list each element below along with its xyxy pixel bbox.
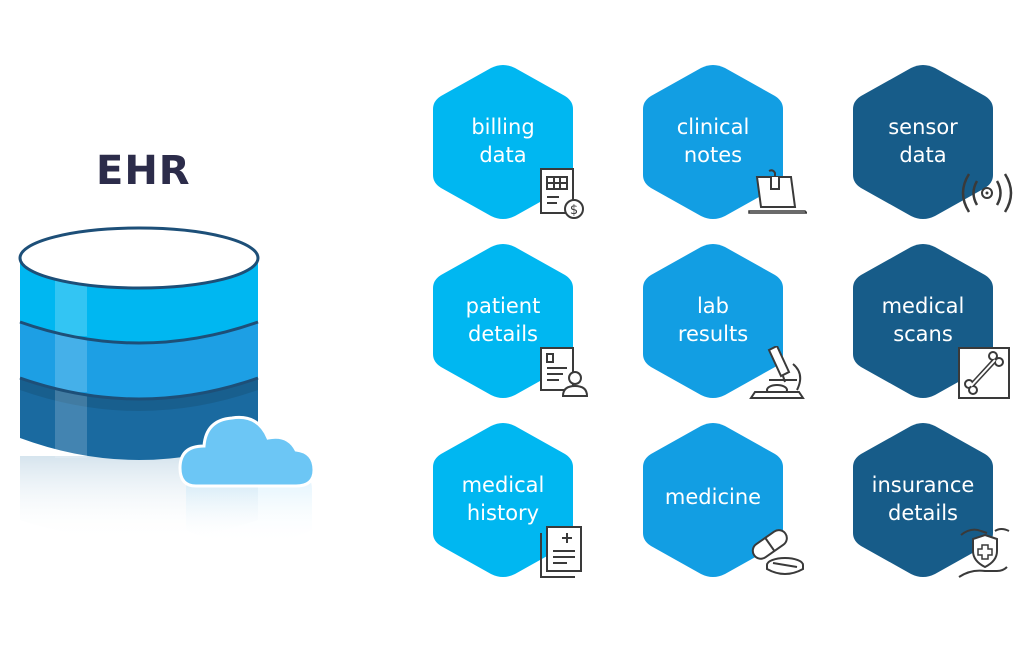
hex-label: insurance details	[851, 471, 995, 527]
hex-label: medical history	[431, 471, 575, 527]
hex-label-line1: medical	[881, 294, 965, 318]
medical-record-icon	[540, 526, 582, 578]
cloud-icon	[178, 415, 316, 488]
hex-label: lab results	[641, 292, 785, 348]
hex-label: medicine	[641, 483, 785, 511]
hex-node-clinical-notes: clinical notes	[641, 63, 807, 221]
hex-node-lab-results: lab results	[641, 242, 805, 400]
microscope-icon	[749, 346, 805, 399]
hex-node-medicine: medicine	[641, 421, 804, 579]
hex-label-line1: medicine	[664, 485, 762, 509]
pills-icon	[751, 529, 804, 575]
hex-label: clinical notes	[641, 113, 785, 169]
hex-label-line2: results	[677, 322, 749, 346]
hex-label-line2: data	[899, 143, 947, 167]
signal-waves-icon	[961, 173, 1013, 213]
ehr-database-illustration	[18, 226, 316, 545]
hexagon-shape	[433, 423, 573, 577]
hex-node-medical-scans: medical scans	[851, 242, 1010, 400]
hex-node-patient-details: patient details	[431, 242, 589, 400]
hex-label-line2: scans	[893, 322, 953, 346]
hexagon-shape	[853, 423, 993, 577]
insurance-shield-hands-icon	[958, 528, 1010, 578]
svg-text:$: $	[570, 203, 578, 218]
hexagon-shape	[433, 65, 573, 219]
hex-label-line1: patient	[465, 294, 541, 318]
hex-label: billing data	[431, 113, 575, 169]
hex-node-medical-history: medical history	[431, 421, 582, 579]
hexagon-shape	[853, 65, 993, 219]
hexagon-shape	[643, 244, 783, 398]
hex-node-billing-data: billing data $	[431, 63, 584, 221]
hex-label-line2: history	[466, 501, 540, 525]
invoice-dollar-icon: $	[540, 168, 584, 219]
hex-label-line1: insurance	[871, 473, 975, 497]
bone-xray-icon	[958, 347, 1010, 399]
hex-label: medical scans	[851, 292, 995, 348]
ehr-title: EHR	[96, 148, 191, 194]
hex-label-line1: clinical	[676, 115, 750, 139]
hex-label-line1: lab	[696, 294, 730, 318]
notepad-pen-icon	[748, 169, 807, 214]
hex-label-line1: billing	[471, 115, 535, 139]
hex-node-sensor-data: sensor data	[851, 63, 1013, 221]
hex-label-line2: details	[468, 322, 538, 346]
hex-node-insurance-details: insurance details	[851, 421, 1010, 579]
hexagon-shape	[643, 65, 783, 219]
hex-label-line1: medical	[461, 473, 545, 497]
hex-label: patient details	[431, 292, 575, 348]
hex-label-line1: sensor	[888, 115, 958, 139]
hex-label-line2: notes	[683, 143, 743, 167]
hexagon-shape	[643, 423, 783, 577]
hex-label: sensor data	[851, 113, 995, 169]
patient-document-icon	[540, 347, 589, 397]
database-middle-layer	[20, 322, 258, 399]
hexagon-shape	[433, 244, 573, 398]
hex-label-line2: data	[479, 143, 527, 167]
database-top-layer	[18, 226, 260, 343]
database-bottom-layer	[20, 378, 258, 460]
hex-label-line2: details	[888, 501, 958, 525]
